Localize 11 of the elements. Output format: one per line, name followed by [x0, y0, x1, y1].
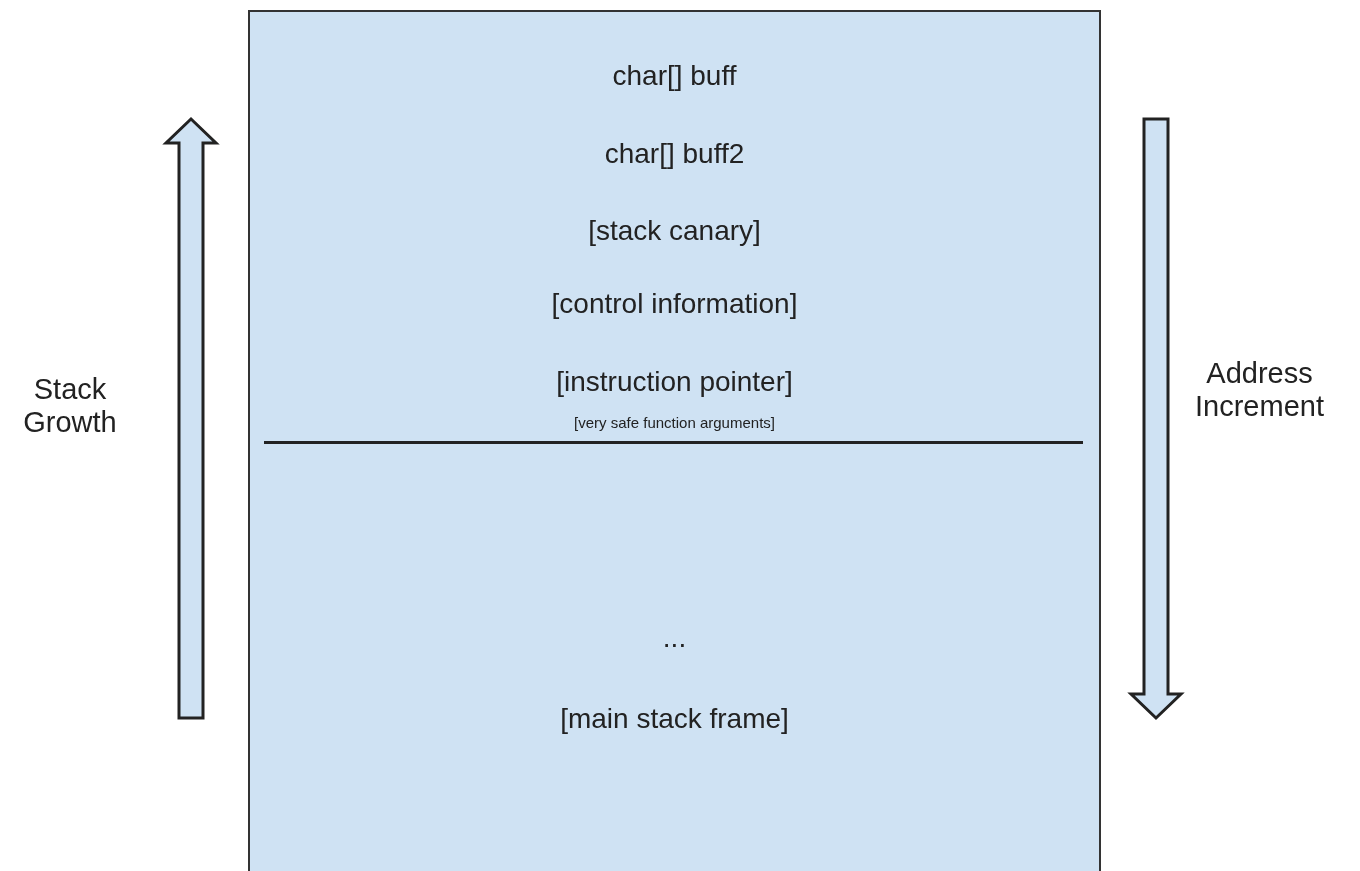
stack-slot-label: [control information] [551, 288, 798, 320]
ellipsis-text: ... [662, 622, 687, 654]
axis-label: Address Increment [1194, 357, 1325, 423]
variable-label: char[] buff2 [604, 138, 745, 170]
stack-slot-label: [main stack frame] [560, 703, 789, 735]
stack-frame-box [248, 10, 1101, 871]
stack-slot-label: [instruction pointer] [556, 366, 793, 398]
axis-label: Stack Growth [22, 373, 118, 439]
variable-label: char[] buff [612, 60, 737, 92]
note-text: [very safe function arguments] [574, 413, 775, 432]
stack-slot-label: [stack canary] [588, 215, 761, 247]
